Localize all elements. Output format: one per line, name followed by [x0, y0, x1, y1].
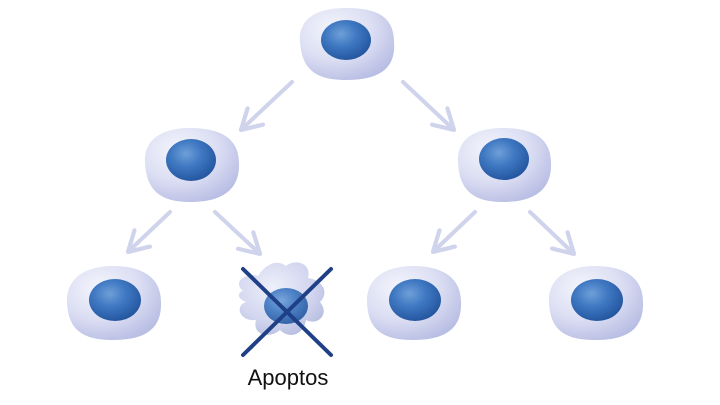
- arrow-daughter-right-to-grandchild-4: [528, 210, 577, 257]
- apoptosis-cross-icon: [241, 267, 333, 357]
- cell-nucleus: [264, 288, 308, 324]
- division-arrows: [125, 80, 577, 257]
- cell-nucleus: [389, 279, 441, 321]
- cell-nucleus: [89, 279, 141, 321]
- arrow-daughter-left-to-grandchild-1: [125, 210, 172, 255]
- arrow-parent-to-daughter-left: [238, 80, 294, 133]
- arrow-daughter-right-to-grandchild-3: [430, 210, 477, 255]
- apoptosis-caption: Apoptos: [247, 365, 329, 390]
- cell-grandchild-2-apoptotic: [238, 262, 333, 357]
- cell-daughter-left: [144, 128, 240, 202]
- cell-grandchild-1: [66, 266, 162, 340]
- cell-daughter-right: [457, 128, 552, 202]
- cell-nucleus: [479, 138, 529, 180]
- cell-nucleus: [166, 139, 216, 181]
- cell-grandchild-3: [366, 266, 462, 340]
- arrow-parent-to-daughter-right: [401, 80, 457, 133]
- arrow-daughter-left-to-grandchild-2: [213, 210, 263, 257]
- cell-nucleus: [321, 20, 371, 60]
- cell-nucleus: [571, 279, 623, 321]
- cell-grandchild-4: [548, 266, 644, 340]
- cell-parent: [299, 8, 395, 80]
